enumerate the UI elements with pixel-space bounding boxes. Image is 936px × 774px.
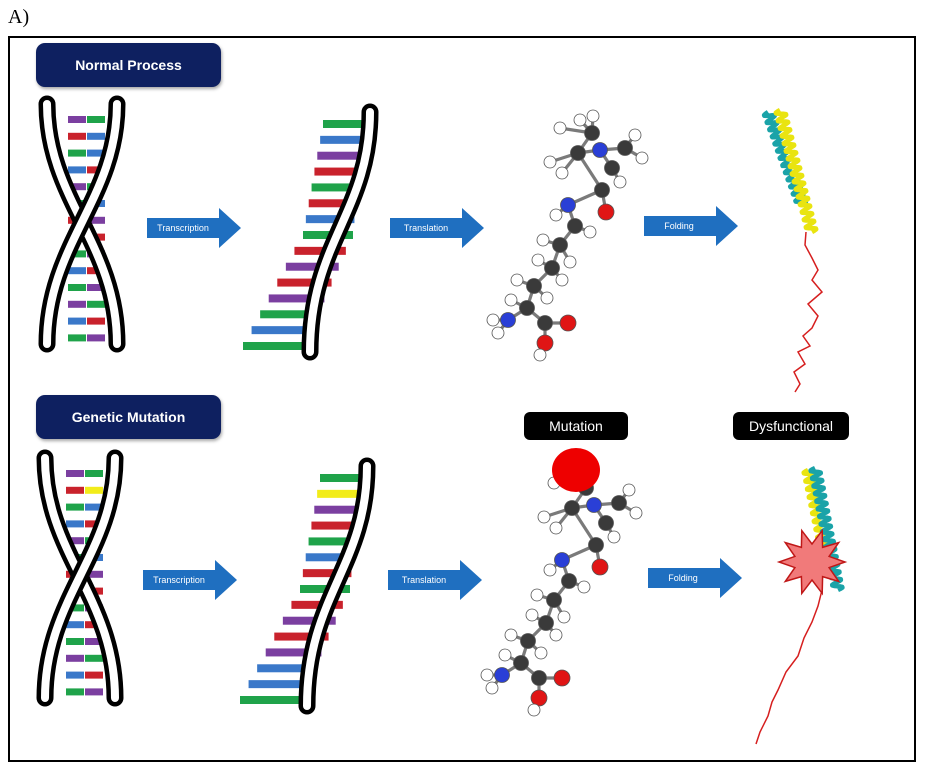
folding-arrow-top: Folding	[644, 206, 738, 246]
folding-label: Folding	[664, 221, 694, 231]
translation-label: Translation	[404, 223, 448, 233]
tag-mutation: Mutation	[524, 412, 628, 440]
transcription-label: Transcription	[153, 575, 205, 585]
mrna-strand-icon	[243, 103, 379, 361]
transcription-arrow-top: Transcription	[147, 208, 241, 248]
damage-starburst-icon	[776, 528, 848, 596]
translation-arrow-top: Translation	[390, 208, 484, 248]
translation-arrow-bottom: Translation	[388, 560, 482, 600]
dna-double-helix-icon	[38, 95, 126, 353]
ball-and-stick-molecule-icon	[486, 109, 649, 362]
ball-and-stick-molecule-icon	[480, 448, 643, 717]
figure-frame	[8, 36, 916, 762]
title-normal-process: Normal Process	[36, 43, 221, 87]
mrna-strand-icon	[240, 457, 376, 715]
title-genetic-mutation: Genetic Mutation	[36, 395, 221, 439]
dna-double-helix-icon	[36, 449, 124, 707]
transcription-arrow-bottom: Transcription	[143, 560, 237, 600]
transcription-label: Transcription	[157, 223, 209, 233]
folding-arrow-bottom: Folding	[648, 558, 742, 598]
folded-protein-icon	[761, 108, 824, 393]
folding-label: Folding	[668, 573, 698, 583]
tag-dysfunctional: Dysfunctional	[733, 412, 849, 440]
translation-label: Translation	[402, 575, 446, 585]
folded-protein-icon	[755, 465, 848, 745]
panel-label: A)	[8, 6, 30, 28]
